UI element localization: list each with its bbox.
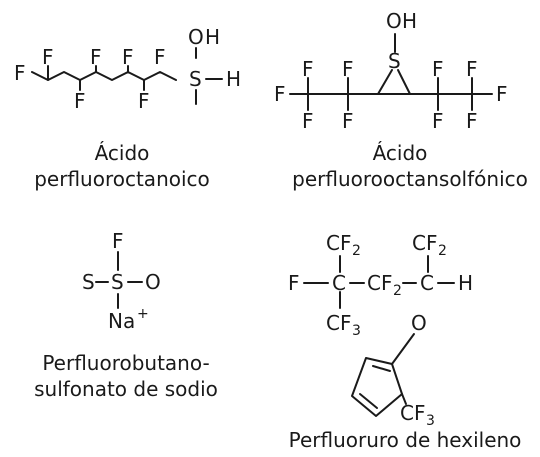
pfbs-caption-line2: sulfonato de sodio	[34, 377, 218, 401]
pfos-atom-f-c3-top: F	[432, 57, 444, 81]
pfoa-atom-f-3: F	[90, 45, 102, 69]
hex-atom-c2: C	[420, 271, 434, 295]
hex-cf2-top-left-c: C	[326, 231, 340, 255]
hexylene-structure: C F 2 C F 2 F C C F 2 C H C F 3 O C	[288, 231, 521, 452]
pfos-atom-f-c1-bot: F	[302, 109, 314, 133]
pfos-atom-f-c4-bot: F	[466, 109, 478, 133]
hex-cf2-top-left-f: F	[340, 231, 352, 255]
hex-cf2-top-right-sub: 2	[438, 243, 447, 259]
hex-cf2-top-right-f: F	[426, 231, 438, 255]
hex-bond-ring-cf3	[401, 393, 407, 405]
pfos-atom-s: S	[388, 49, 401, 73]
hex-cf3-sub: 3	[352, 323, 361, 339]
pfbs-atom-s: S	[111, 270, 124, 294]
hex-atom-f-left: F	[288, 271, 300, 295]
pfoa-atom-f-5: F	[138, 89, 150, 113]
pfoa-atom-f-4: F	[122, 45, 134, 69]
pfbs-atom-na: Na	[108, 309, 135, 333]
hex-ring	[351, 357, 403, 417]
pfoa-atom-s: S	[189, 67, 202, 91]
pfos-ring-left	[377, 69, 393, 95]
pfos-atom-f-c2-top: F	[342, 57, 354, 81]
pfos-structure: O H S F F F F F F F F F F Ácido perfluor…	[274, 9, 528, 191]
pfoa-structure: F F F F F F F S O H H Ácido perfluorocta…	[14, 25, 241, 191]
hex-ring-double-2	[359, 393, 378, 409]
pfos-atom-o-h: H	[402, 9, 417, 33]
hex-cf2-top-right-c: C	[412, 231, 426, 255]
hex-ring-cf3-c: C	[400, 401, 414, 425]
pfos-atom-f-c2-bot: F	[342, 109, 354, 133]
pfos-atom-f-right: F	[496, 82, 508, 106]
pfoa-caption-line1: Ácido	[95, 141, 150, 165]
hex-cf2-top-left-sub: 2	[352, 243, 361, 259]
pfbs-structure: F S S O Na + Perfluorobutano- sulfonato …	[34, 229, 218, 401]
pfbs-atom-na-charge: +	[137, 306, 149, 322]
hex-ring-cf3-f: F	[414, 401, 426, 425]
pfoa-caption-line2: perfluoroctanoico	[34, 167, 210, 191]
pfos-caption-line2: perfluorooctansolfónico	[292, 167, 528, 191]
pfoa-atom-f-6: F	[154, 45, 166, 69]
hex-cf3-c: C	[326, 311, 340, 335]
pfbs-atom-o: O	[145, 270, 161, 294]
hex-bond-o-ring	[391, 333, 415, 365]
pfos-caption-line1: Ácido	[373, 141, 428, 165]
hexylene-caption: Perfluoruro de hexileno	[289, 428, 522, 452]
pfos-atom-f-left: F	[274, 82, 286, 106]
pfoa-atom-f-1: F	[42, 45, 54, 69]
hex-atom-c1: C	[332, 271, 346, 295]
pfos-atom-o: O	[386, 9, 402, 33]
hex-mid-sub: 2	[393, 283, 402, 299]
pfos-atom-f-c3-bot: F	[432, 109, 444, 133]
pfoa-atom-o-h: H	[205, 25, 220, 49]
pfos-atom-f-c4-top: F	[466, 57, 478, 81]
hex-atom-h: H	[458, 271, 473, 295]
hex-mid-f: F	[381, 271, 393, 295]
pfoa-atom-f-2: F	[74, 89, 86, 113]
pfoa-atom-o: O	[188, 25, 204, 49]
pfoa-atom-h: H	[226, 67, 241, 91]
hex-cf3-f: F	[340, 311, 352, 335]
pfoa-atom-f-end: F	[14, 61, 26, 85]
pfos-atom-f-c1-top: F	[302, 57, 314, 81]
hex-ring-double-1	[372, 365, 391, 372]
hex-mid-c: C	[367, 271, 381, 295]
pfbs-atom-s-left: S	[82, 270, 95, 294]
hex-atom-o: O	[411, 311, 427, 335]
pfoa-chain	[31, 71, 177, 81]
pfbs-atom-f: F	[112, 229, 124, 253]
pfos-ring-right	[397, 69, 411, 95]
hex-ring-cf3-sub: 3	[426, 413, 435, 429]
pfbs-caption-line1: Perfluorobutano-	[42, 351, 209, 375]
